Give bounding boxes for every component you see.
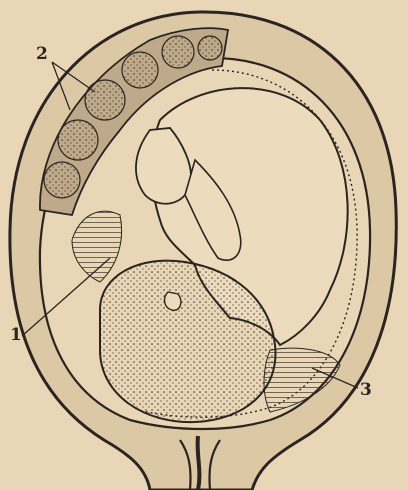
fetus-ear bbox=[165, 292, 181, 310]
label-3: 3 bbox=[360, 380, 372, 400]
label-1: 1 bbox=[10, 325, 22, 345]
label-2: 2 bbox=[36, 44, 48, 64]
cervical-canal bbox=[198, 436, 200, 490]
